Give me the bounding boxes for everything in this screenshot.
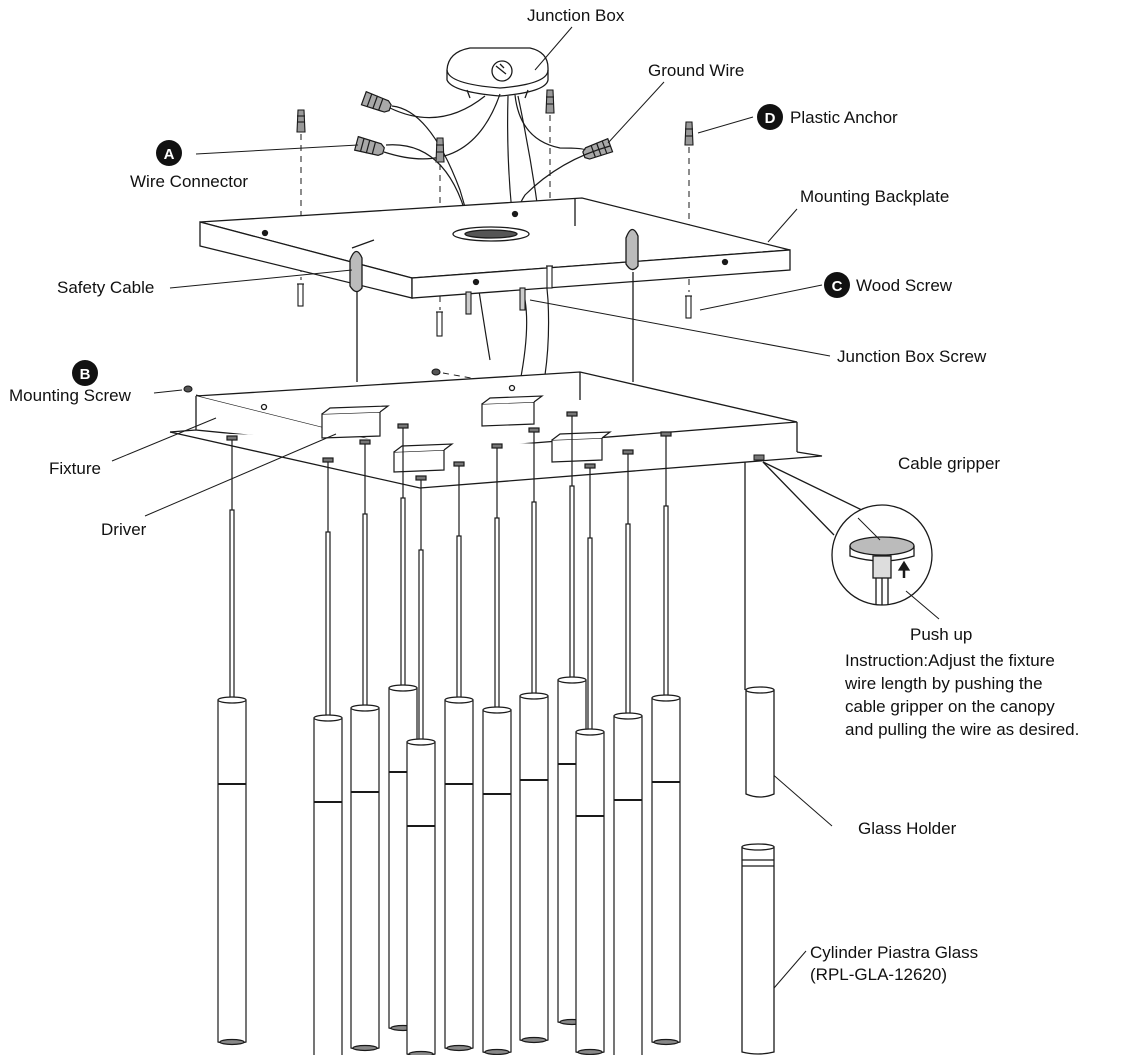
plastic-anchor-1 bbox=[296, 109, 306, 133]
label-glass-part: (RPL-GLA-12620) bbox=[810, 965, 947, 984]
pendant-group bbox=[217, 411, 765, 1060]
label-push-up: Push up bbox=[910, 625, 972, 644]
plastic-anchor-3 bbox=[545, 89, 555, 114]
mounting-backplate bbox=[199, 197, 791, 299]
pendant-6 bbox=[444, 461, 474, 1052]
wire-connector-3 bbox=[582, 137, 614, 160]
screw-group bbox=[183, 265, 692, 393]
pendant-10 bbox=[575, 463, 605, 1056]
wood-screw-1 bbox=[297, 283, 304, 307]
safety-cable-group bbox=[349, 228, 639, 382]
driver-1 bbox=[321, 405, 390, 439]
junction-box bbox=[446, 47, 549, 99]
junction-box-screw-1 bbox=[465, 291, 472, 315]
label-plastic-anchor: Plastic Anchor bbox=[790, 108, 898, 127]
safety-cable-left bbox=[349, 239, 375, 382]
label-driver: Driver bbox=[101, 520, 147, 539]
cylinder-glass-detail bbox=[741, 843, 775, 1055]
wire-connector-1 bbox=[360, 90, 392, 113]
wire-connector-2 bbox=[353, 135, 385, 157]
badge-d: D bbox=[757, 104, 783, 130]
wood-screw-3 bbox=[546, 265, 553, 289]
pendant-7 bbox=[482, 443, 512, 1056]
driver-group bbox=[321, 395, 612, 473]
instruction-line-1: Instruction:Adjust the fixture bbox=[845, 651, 1055, 670]
label-mounting-backplate: Mounting Backplate bbox=[800, 187, 949, 206]
safety-cable-right bbox=[625, 228, 639, 382]
pendant-2 bbox=[313, 457, 343, 1060]
label-junction-box-screw: Junction Box Screw bbox=[837, 347, 987, 366]
svg-text:D: D bbox=[765, 110, 776, 127]
glass-holder-detail bbox=[744, 462, 775, 798]
label-fixture: Fixture bbox=[49, 459, 101, 478]
instruction-line-2: wire length by pushing the bbox=[844, 674, 1043, 693]
cable-gripper-detail bbox=[762, 461, 933, 606]
label-wire-connector: Wire Connector bbox=[130, 172, 248, 191]
instruction-line-3: cable gripper on the canopy bbox=[845, 697, 1055, 716]
wood-screw-4 bbox=[685, 295, 692, 319]
wood-screw-2 bbox=[436, 311, 443, 337]
driver-3 bbox=[481, 395, 544, 427]
label-junction-box: Junction Box bbox=[527, 6, 625, 25]
badge-a: A bbox=[156, 140, 182, 166]
pendant-1 bbox=[217, 435, 247, 1046]
label-safety-cable: Safety Cable bbox=[57, 278, 154, 297]
pendant-3 bbox=[350, 439, 380, 1052]
driver-4 bbox=[551, 431, 612, 463]
label-wood-screw: Wood Screw bbox=[856, 276, 953, 295]
pendant-holder-stem bbox=[753, 454, 765, 461]
label-mounting-screw: Mounting Screw bbox=[9, 386, 132, 405]
driver-2 bbox=[393, 443, 454, 473]
plastic-anchor-group bbox=[296, 89, 694, 163]
leader-lines bbox=[111, 26, 940, 996]
mounting-screw-1 bbox=[183, 385, 193, 393]
svg-text:A: A bbox=[164, 146, 175, 163]
pendant-5 bbox=[406, 475, 436, 1058]
fixture-canopy bbox=[169, 371, 823, 489]
instruction-line-4: and pulling the wire as desired. bbox=[845, 720, 1079, 739]
plastic-anchor-4 bbox=[684, 121, 694, 146]
badge-c: C bbox=[824, 272, 850, 298]
label-cable-gripper: Cable gripper bbox=[898, 454, 1000, 473]
pendant-12 bbox=[651, 431, 681, 1046]
label-glass-name: Cylinder Piastra Glass bbox=[810, 943, 978, 962]
label-ground-wire: Ground Wire bbox=[648, 61, 744, 80]
pendant-11 bbox=[613, 449, 643, 1060]
label-glass-holder: Glass Holder bbox=[858, 819, 957, 838]
badge-b: B bbox=[72, 360, 98, 386]
junction-box-screw-2 bbox=[519, 287, 526, 311]
wire-connector-group bbox=[353, 90, 614, 160]
svg-text:B: B bbox=[80, 366, 91, 383]
svg-text:C: C bbox=[832, 278, 843, 295]
mounting-screw-2 bbox=[431, 368, 441, 376]
plastic-anchor-2 bbox=[435, 137, 445, 163]
pendant-8 bbox=[519, 427, 549, 1044]
